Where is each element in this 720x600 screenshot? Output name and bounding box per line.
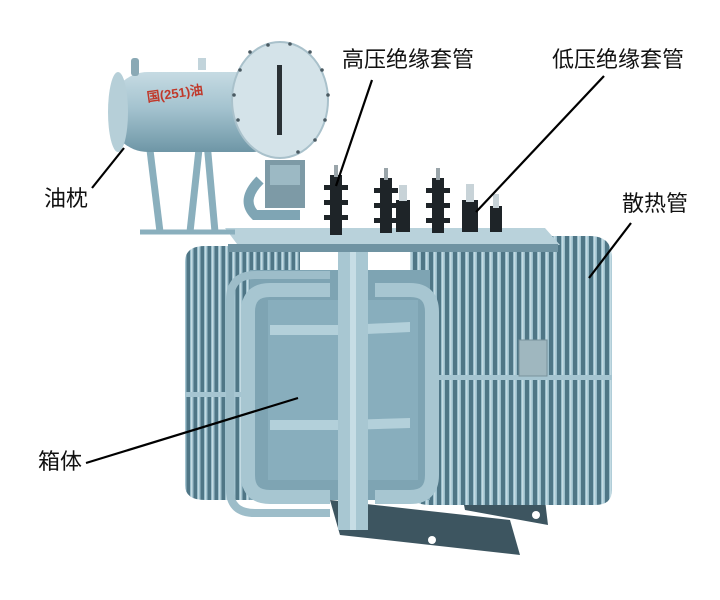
leader-lines xyxy=(85,75,632,465)
radiator-right xyxy=(410,236,612,505)
leader-conservator xyxy=(91,147,125,189)
label-low-voltage-bushing: 低压绝缘套管 xyxy=(552,48,685,73)
conservator-tank: 国(251)油 xyxy=(108,41,330,159)
leader-radiator xyxy=(588,222,632,279)
tank-body xyxy=(226,240,439,530)
leader-lv-bushing xyxy=(475,75,605,213)
hv-bushing-3 xyxy=(426,168,450,233)
label-conservator: 油枕 xyxy=(44,187,89,212)
lv-bushing-2 xyxy=(462,184,478,232)
label-radiator: 散热管 xyxy=(622,192,689,217)
tank-cover xyxy=(225,228,560,252)
label-high-voltage-bushing: 高压绝缘套管 xyxy=(342,48,475,73)
hv-bushing-2 xyxy=(374,168,398,233)
lv-bushing-3 xyxy=(490,194,502,232)
label-tank: 箱体 xyxy=(38,450,83,475)
leader-hv-bushing xyxy=(334,79,374,187)
bushings xyxy=(324,165,502,235)
buchholz-relay xyxy=(265,160,305,208)
lv-bushing-1 xyxy=(396,185,410,232)
hv-bushing-1 xyxy=(324,165,348,235)
leader-tank xyxy=(85,396,299,465)
